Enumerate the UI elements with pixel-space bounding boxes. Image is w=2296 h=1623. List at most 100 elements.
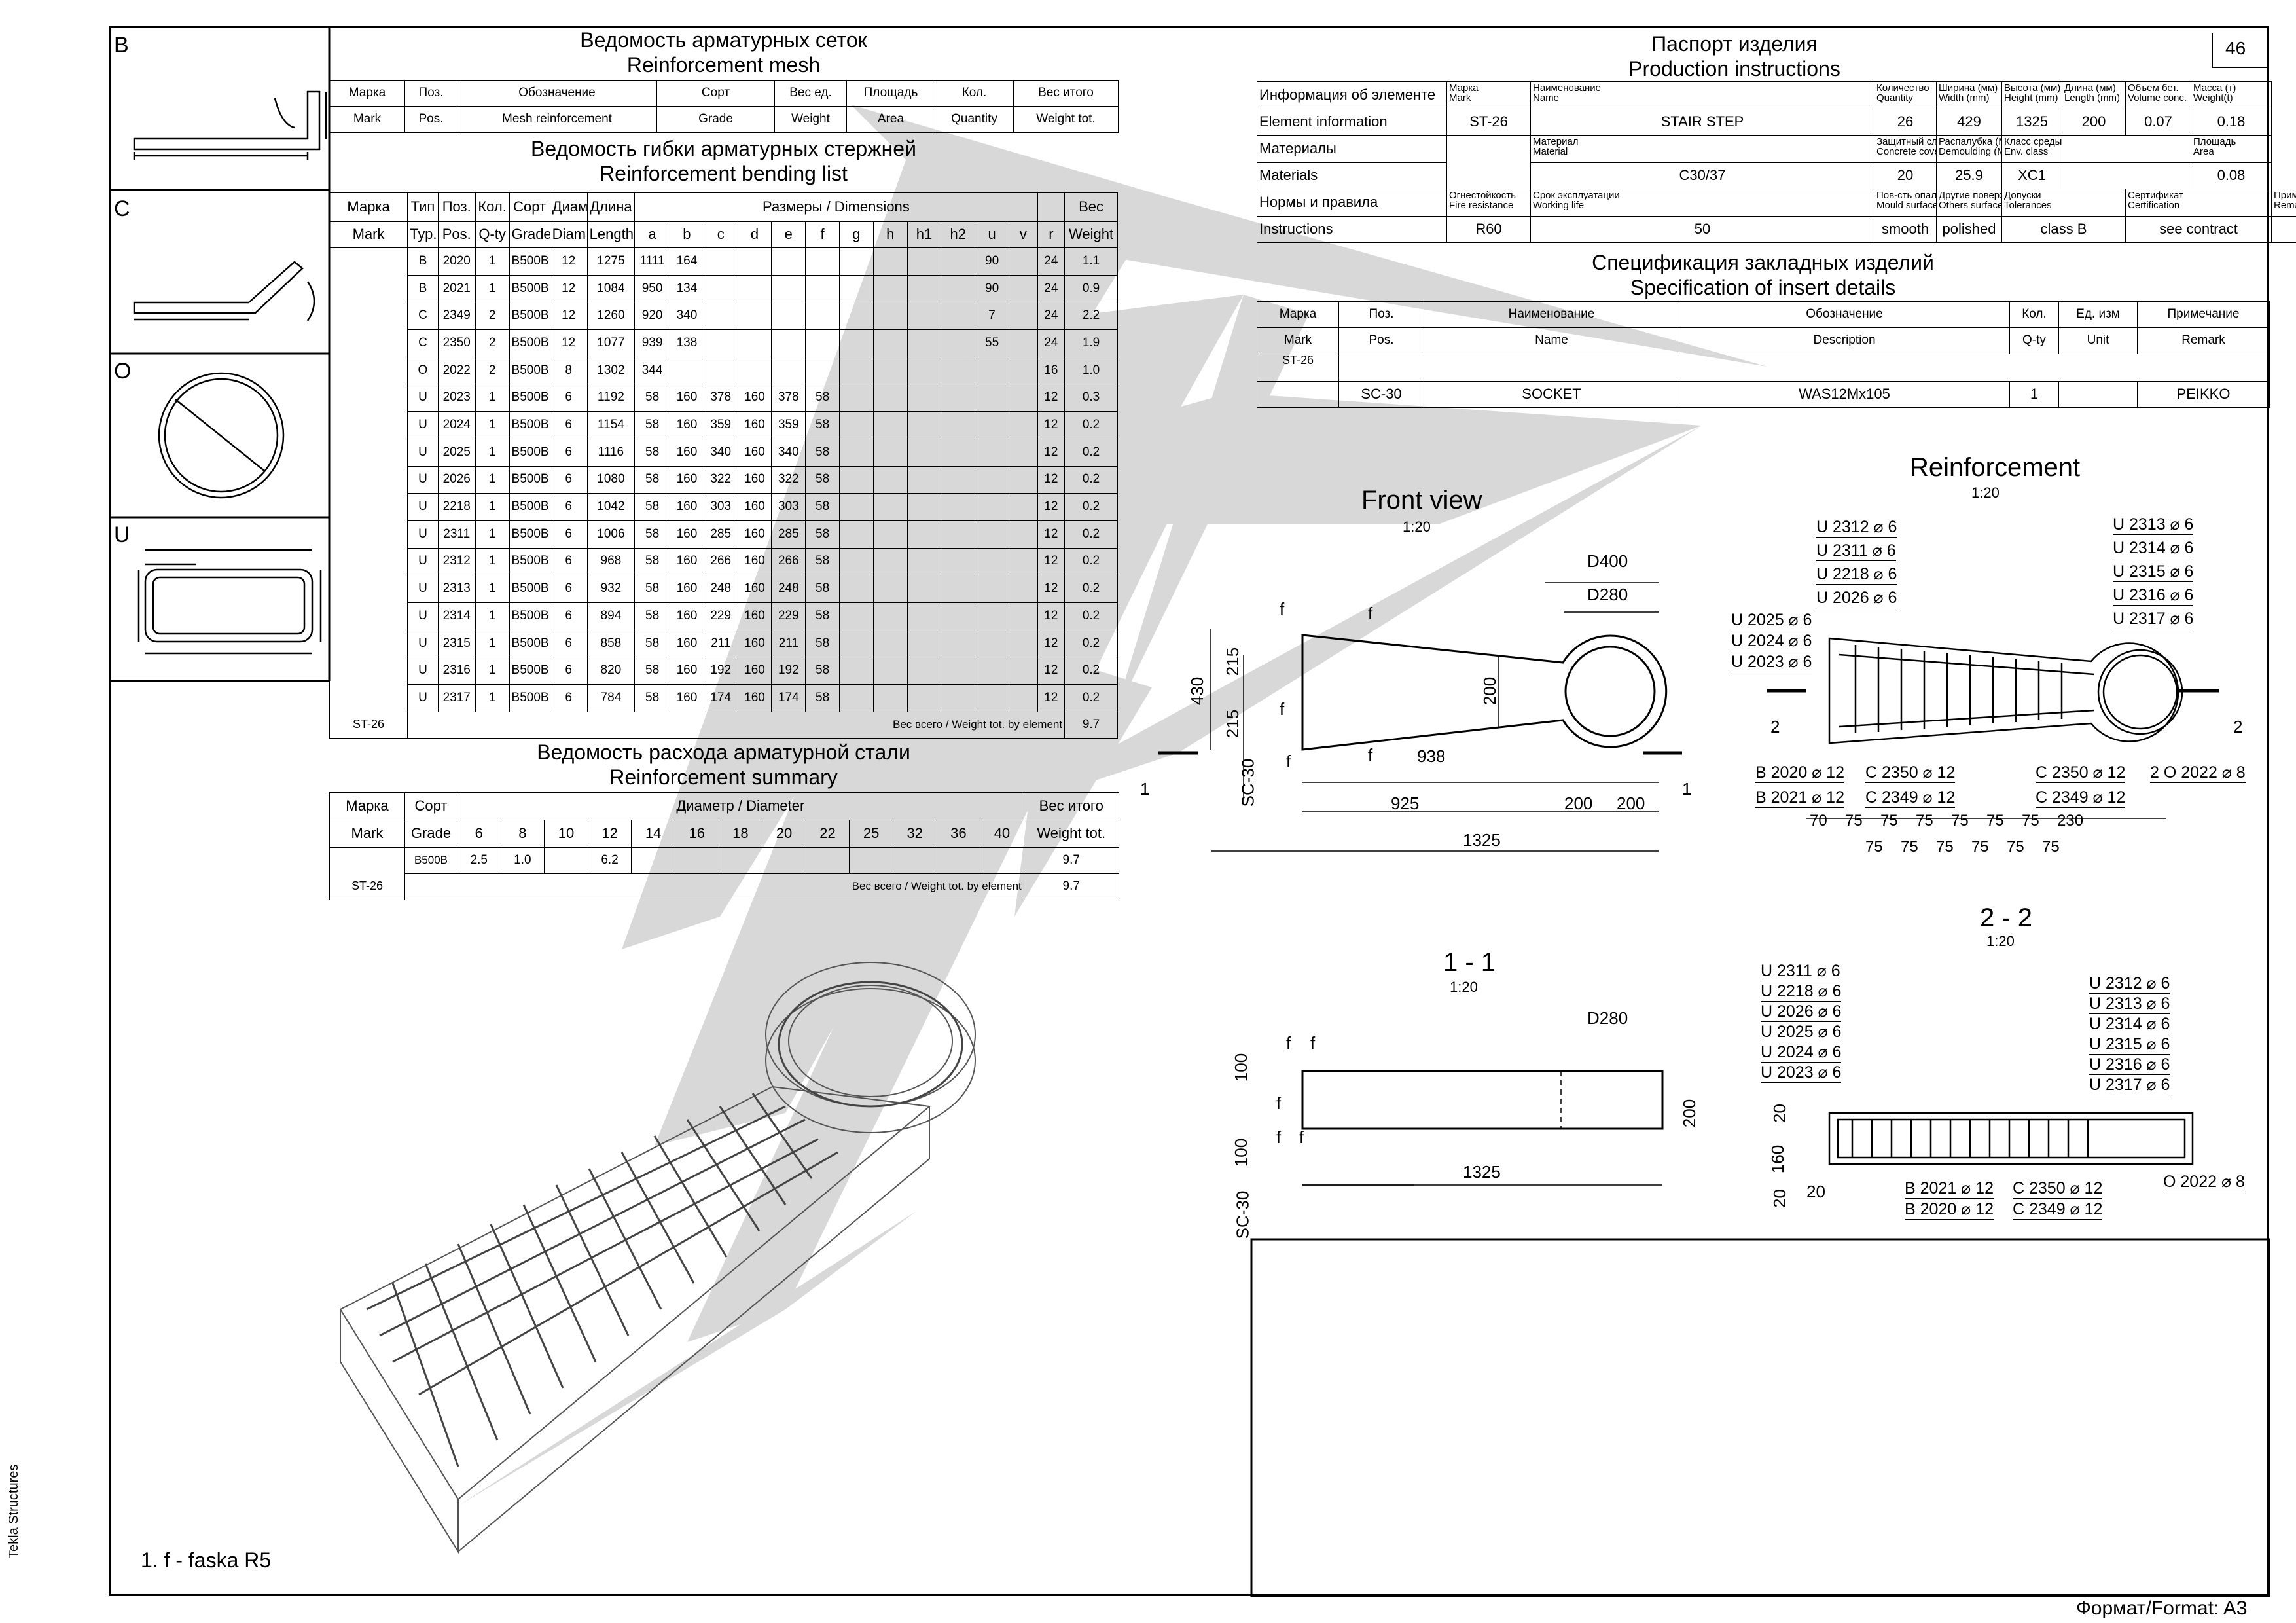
shape-u-sketch — [137, 549, 322, 655]
bending-cell: 1080 — [586, 465, 636, 494]
rebar-callout: B 2020 ⌀ 12 — [1755, 763, 1844, 783]
bending-cell: 2021 — [437, 274, 476, 303]
bending-cell: 2317 — [437, 684, 476, 712]
sec11-socket: SC-30 — [1232, 1190, 1253, 1239]
bending-cell — [872, 629, 908, 658]
bending-cell: 1192 — [586, 384, 636, 412]
bending-cell: 932 — [586, 575, 636, 603]
bending-cell: U — [407, 411, 439, 439]
bending-cell — [975, 629, 1009, 658]
bending-cell: 12 — [1037, 547, 1066, 576]
bending-cell — [1008, 575, 1038, 603]
bending-cell: 0.2 — [1064, 602, 1118, 630]
bending-cell: 211 — [771, 629, 806, 658]
bending-cell: 2313 — [437, 575, 476, 603]
bending-cell — [941, 465, 976, 494]
bending-cell: B500B — [509, 384, 550, 412]
bending-cell: 134 — [670, 274, 704, 303]
bending-cell — [872, 356, 908, 385]
rebar-callout: U 2314 ⌀ 6 — [2089, 1015, 2170, 1034]
shape-u-label: U — [114, 522, 130, 547]
bending-cell — [906, 629, 942, 658]
bending-cell: 340 — [771, 438, 806, 467]
bending-cell: 2314 — [437, 602, 476, 630]
bending-cell — [839, 547, 874, 576]
bending-cell: 8 — [549, 356, 588, 385]
bending-cell: 6 — [549, 575, 588, 603]
bending-cell — [839, 684, 874, 712]
bending-cell: 174 — [703, 684, 738, 712]
reinf-dim: 70 — [1810, 812, 1827, 830]
bending-cell: 160 — [670, 602, 704, 630]
rebar-callout: C 2350 ⌀ 12 — [2013, 1179, 2103, 1199]
bending-cell — [1008, 684, 1038, 712]
rebar-callout: C 2349 ⌀ 12 — [1865, 788, 1956, 808]
bending-cell — [872, 465, 908, 494]
rebar-callout: U 2313 ⌀ 6 — [2113, 515, 2194, 535]
bending-cell — [941, 493, 976, 521]
bending-cell — [839, 602, 874, 630]
bending-cell: 0.2 — [1064, 657, 1118, 685]
bending-cell: 24 — [1037, 302, 1066, 331]
bending-cell: C — [407, 302, 439, 331]
bending-cell: 0.2 — [1064, 465, 1118, 494]
bending-cell: 248 — [703, 575, 738, 603]
bending-cell — [975, 657, 1009, 685]
bending-cell: 160 — [670, 684, 704, 712]
bending-cell — [906, 356, 942, 385]
bending-cell — [703, 329, 738, 357]
bending-cell — [839, 438, 874, 467]
cut-2-right: 2 — [2233, 717, 2243, 737]
bending-cell: 2 — [475, 302, 510, 331]
rebar-callout: U 2316 ⌀ 6 — [2113, 586, 2194, 606]
shape-b-sketch — [133, 90, 327, 160]
bending-cell: B500B — [509, 438, 550, 467]
bending-cell — [839, 493, 874, 521]
bending-cell: 1 — [475, 629, 510, 658]
bending-cell: 1042 — [586, 493, 636, 521]
rebar-callout: U 2024 ⌀ 6 — [1731, 632, 1812, 651]
bending-cell — [975, 684, 1009, 712]
bending-cell: 820 — [586, 657, 636, 685]
bending-cell: 1154 — [586, 411, 636, 439]
bending-cell: 58 — [805, 684, 840, 712]
bending-cell: 0.2 — [1064, 411, 1118, 439]
bending-cell — [1008, 247, 1038, 276]
bending-cell — [941, 438, 976, 467]
bending-cell: 6 — [549, 657, 588, 685]
bending-cell — [839, 274, 874, 303]
bending-cell: 1116 — [586, 438, 636, 467]
bending-cell: 160 — [737, 602, 772, 630]
bending-cell: U — [407, 602, 439, 630]
bending-cell — [975, 493, 1009, 521]
bending-cell: 1.9 — [1064, 329, 1118, 357]
shape-o-label: O — [114, 359, 132, 384]
reinf-dim: 230 — [2057, 812, 2084, 830]
sec22-20c: 20 — [1806, 1182, 1825, 1201]
bending-cell: 266 — [771, 547, 806, 576]
bending-cell: 160 — [737, 547, 772, 576]
front-view-outline — [1301, 634, 1668, 751]
dim-215a: 215 — [1223, 647, 1243, 676]
bending-cell: 6 — [549, 465, 588, 494]
bending-cell: 2024 — [437, 411, 476, 439]
bending-cell: 12 — [549, 302, 588, 331]
bending-cell — [737, 302, 772, 331]
bending-cell — [941, 547, 976, 576]
bending-cell: 1 — [475, 684, 510, 712]
bending-cell: 160 — [737, 520, 772, 549]
front-view-scale: 1:20 — [1403, 519, 1431, 535]
bending-cell — [1008, 411, 1038, 439]
bending-cell: 160 — [737, 629, 772, 658]
bending-cell — [906, 302, 942, 331]
dim-d280: D280 — [1587, 585, 1628, 604]
bending-cell — [906, 438, 942, 467]
bending-cell: 12 — [1037, 575, 1066, 603]
bending-cell: 12 — [549, 329, 588, 357]
cut-2-left: 2 — [1770, 717, 1780, 737]
bending-cell: 303 — [703, 493, 738, 521]
bending-cell: 12 — [1037, 411, 1066, 439]
chamfer-f1: f — [1280, 599, 1285, 619]
section-2-2 — [1828, 1112, 2194, 1165]
